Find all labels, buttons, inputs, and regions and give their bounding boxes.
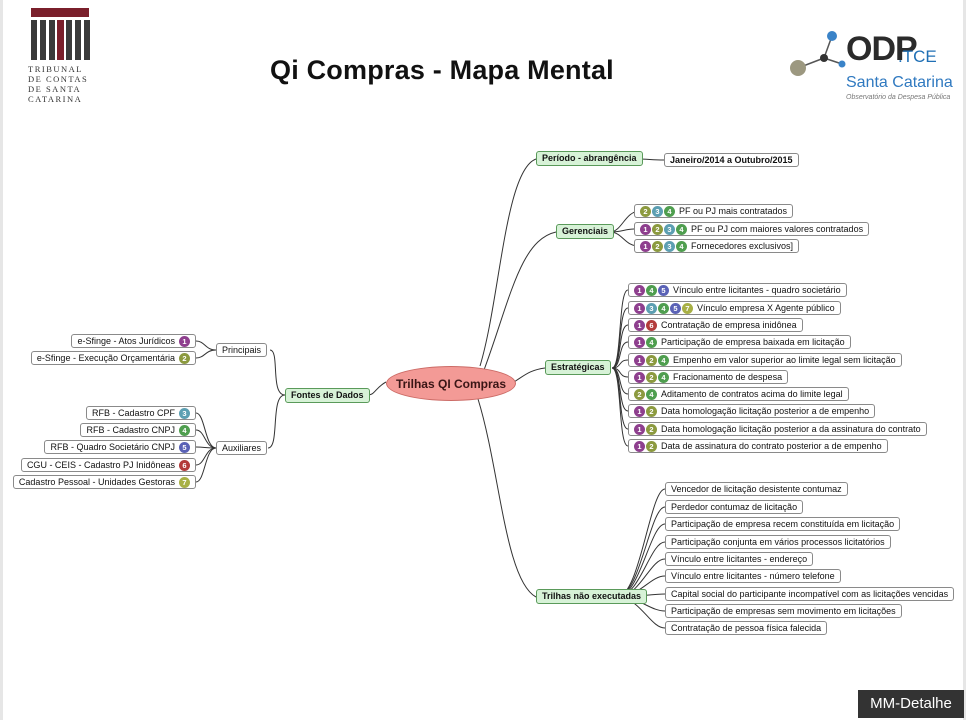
odp-logo-suffix: .TCE <box>898 47 937 66</box>
periodo-item: Janeiro/2014 a Outubro/2015 <box>664 153 799 167</box>
nao-executada-item: Vínculo entre licitantes - endereço <box>665 552 814 566</box>
principais-node: Principais <box>216 343 268 357</box>
tce-logo-text: TRIBUNAL DE CONTAS DE SANTA CATARINA <box>28 64 89 104</box>
center-node: Trilhas QI Compras <box>386 366 516 401</box>
gerenciais-node: Gerenciais <box>556 224 615 239</box>
odp-logo-region: Santa Catarina <box>846 74 953 91</box>
mm-detalhe-label: MM-Detalhe <box>858 690 964 718</box>
nao-executada-item: Participação conjunta em vários processo… <box>665 535 891 549</box>
trilhas-nao-executadas-node: Trilhas não executadas <box>536 589 648 604</box>
nao-executada-item: Perdedor contumaz de licitação <box>665 500 804 514</box>
auxiliares-node: Auxiliares <box>216 441 268 455</box>
nao-executada-item: Vencedor de licitação desistente contuma… <box>665 482 848 496</box>
nao-executada-item: Vínculo entre licitantes - número telefo… <box>665 569 841 583</box>
odp-logo-main: ODP <box>846 30 918 68</box>
estrategicas-node: Estratégicas <box>545 360 611 375</box>
nao-executada-item: Participação de empresa recem constituíd… <box>665 517 901 531</box>
fontes-de-dados-node: Fontes de Dados <box>285 388 370 403</box>
page-title: Qi Compras - Mapa Mental <box>270 55 614 85</box>
odp-logo-tagline: Observatório da Despesa Pública <box>846 94 951 101</box>
right-edge <box>963 0 966 720</box>
left-edge <box>0 0 3 720</box>
nao-executada-item: Participação de empresas sem movimento e… <box>665 604 902 618</box>
odp-molecule-icon <box>790 31 846 76</box>
nao-executada-item: Contratação de pessoa física falecida <box>665 621 828 635</box>
periodo-node: Período - abrangência <box>536 151 643 166</box>
nao-executada-item: Capital social do participante incompatí… <box>665 587 955 601</box>
tce-logo-icon <box>31 8 90 60</box>
